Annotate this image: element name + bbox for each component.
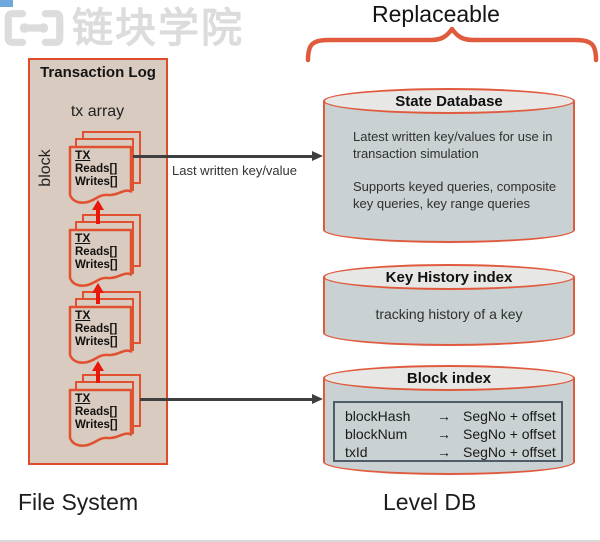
arrowhead-icon — [312, 151, 323, 161]
up-arrow-icon — [92, 283, 104, 304]
up-arrow-icon — [92, 200, 104, 224]
arrow-label: Last written key/value — [172, 163, 298, 178]
replaceable-brace — [305, 25, 599, 68]
table-row: blockHash → SegNo + offset — [345, 407, 561, 425]
brand-logo: 链块学院 — [2, 6, 244, 50]
row-key: blockHash — [345, 408, 411, 424]
row-key: blockNum — [345, 426, 408, 442]
cylinder-body — [323, 101, 575, 230]
state-database-title: State Database — [395, 92, 503, 110]
right-arrow-icon: → — [437, 444, 451, 460]
tx-stack-3: TX Reads[] Writes[] — [68, 291, 148, 369]
state-db-paragraph-1: Latest written key/values for use in tra… — [353, 129, 553, 161]
tx-stack-1: TX Reads[] Writes[] — [68, 131, 148, 209]
tx-array-label: tx array — [70, 103, 125, 120]
chain-link-icon — [2, 7, 66, 49]
row-key: txId — [345, 444, 368, 460]
arrowhead-icon — [312, 394, 323, 404]
row-value: SegNo + offset — [463, 426, 556, 442]
cylinder-top: Block index — [323, 365, 575, 391]
key-history-text: tracking history of a key — [375, 306, 523, 322]
tx-card-document — [68, 145, 133, 204]
row-value: SegNo + offset — [463, 408, 556, 424]
tx-card-document — [68, 388, 133, 447]
up-arrow-icon — [92, 361, 104, 383]
tx-card-text: TX Reads[] Writes[] — [75, 148, 118, 188]
cylinder-top: State Database — [323, 88, 575, 114]
corner-accent — [0, 0, 13, 7]
arrow-to-block-index — [140, 398, 314, 401]
block-index-cylinder: Block index blockHash → SegNo + offset b… — [323, 365, 575, 475]
tx-card-text: TX Reads[] Writes[] — [75, 391, 118, 431]
block-label: block — [37, 149, 54, 187]
tx-card-document — [68, 305, 133, 364]
tx-card-text: TX Reads[] Writes[] — [75, 308, 118, 348]
state-db-paragraph-2: Supports keyed queries, composite key qu… — [353, 179, 557, 211]
key-history-cylinder: Key History index tracking history of a … — [323, 264, 575, 346]
level-db-caption: Level DB — [383, 489, 477, 515]
state-database-text: Latest written key/values for use in tra… — [353, 128, 557, 212]
table-row: blockNum → SegNo + offset — [345, 425, 561, 443]
block-index-title: Block index — [406, 369, 492, 387]
tx-stack-2: TX Reads[] Writes[] — [68, 214, 148, 292]
tx-card-text: TX Reads[] Writes[] — [75, 231, 118, 271]
right-arrow-icon: → — [437, 426, 451, 442]
block-index-table: blockHash → SegNo + offset blockNum → Se… — [333, 401, 563, 462]
tx-stack-4: TX Reads[] Writes[] — [68, 374, 148, 452]
brand-text: 链块学院 — [72, 5, 244, 51]
replaceable-label: Replaceable — [372, 1, 500, 27]
table-row: txId → SegNo + offset — [345, 443, 561, 461]
file-system-caption: File System — [18, 489, 139, 515]
right-arrow-icon: → — [437, 408, 451, 424]
row-value: SegNo + offset — [463, 444, 556, 460]
key-history-title: Key History index — [385, 268, 513, 286]
tx-card-document — [68, 228, 133, 287]
cylinder-top: Key History index — [323, 264, 575, 290]
cylinder-body — [323, 378, 575, 462]
state-database-cylinder: State Database Latest written key/values… — [323, 88, 575, 243]
arrow-to-state-db — [133, 155, 314, 158]
transaction-log-title: Transaction Log — [40, 64, 156, 81]
